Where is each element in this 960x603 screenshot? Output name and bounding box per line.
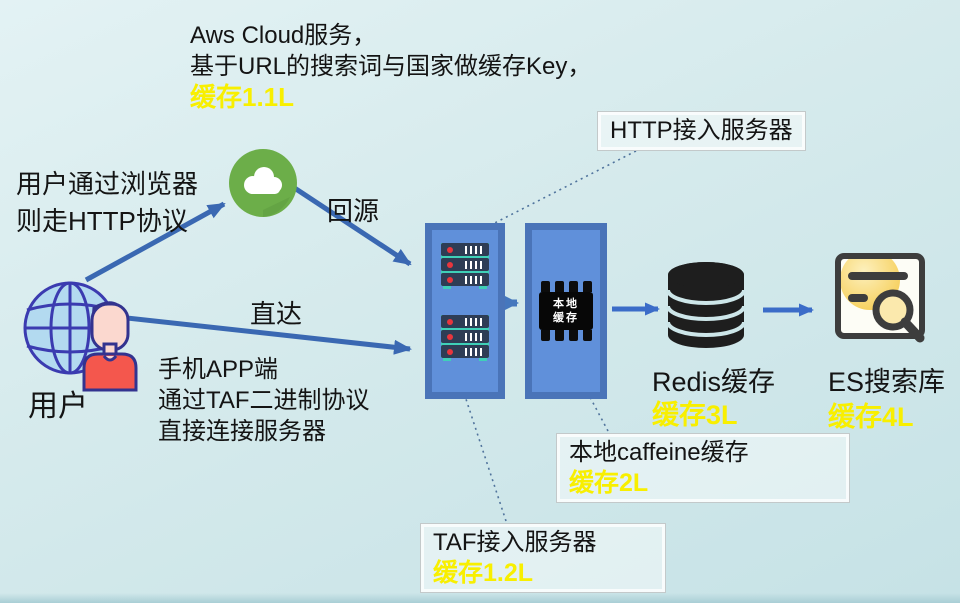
chip-pins-bottom xyxy=(540,330,592,341)
browser-note-line2: 则走HTTP协议 xyxy=(16,206,188,236)
server-feet xyxy=(443,358,487,361)
server-unit xyxy=(441,243,489,256)
arrow-user-to-cloud xyxy=(84,201,226,283)
arrow-user-to-taf-server xyxy=(117,314,412,355)
cache-level-2: 缓存2L xyxy=(569,469,649,497)
server-unit xyxy=(441,258,489,271)
user-label: 用户 xyxy=(28,390,88,423)
bottom-shade xyxy=(0,593,960,603)
phone-note-line2: 通过TAF二进制协议 xyxy=(158,387,370,414)
server-unit xyxy=(441,330,489,343)
phone-app-note: 手机APP端 通过TAF二进制协议 直接连接服务器 xyxy=(158,354,370,447)
phone-note-line1: 手机APP端 xyxy=(158,356,279,383)
http-server-label: HTTP接入服务器 xyxy=(597,111,806,151)
server-unit xyxy=(441,345,489,358)
user-globe-icon xyxy=(23,281,138,392)
server-unit xyxy=(441,315,489,328)
http-server-rack xyxy=(441,243,489,286)
aws-note-line2: 基于URL的搜索词与国家做缓存Key， xyxy=(190,53,592,80)
chip-label-line1: 本地 xyxy=(553,298,579,310)
taf-server-label-text: TAF接入服务器 xyxy=(433,529,597,556)
aws-note-line1: Aws Cloud服务， xyxy=(190,22,377,49)
caffeine-label-text: 本地caffeine缓存 xyxy=(569,439,749,466)
redis-label: Redis缓存 xyxy=(652,367,776,397)
arrow-cloud-to-http-server xyxy=(291,184,412,267)
edge-label-direct: 直达 xyxy=(250,299,303,329)
taf-server-rack xyxy=(441,315,489,358)
es-search-icon xyxy=(835,253,925,343)
cache-level-1-1: 缓存1.1L xyxy=(190,82,295,112)
chip-pins-top xyxy=(540,281,592,292)
cache-level-3: 缓存3L xyxy=(652,400,738,430)
local-cache-chip-icon: 本地 缓存 xyxy=(539,281,593,341)
browser-note-line1: 用户通过浏览器 xyxy=(16,169,199,199)
dotted-taf-label-pointer xyxy=(461,389,507,522)
http-server-label-text: HTTP接入服务器 xyxy=(610,117,793,144)
chip-body: 本地 缓存 xyxy=(539,292,593,330)
server-unit xyxy=(441,273,489,286)
server-feet xyxy=(443,286,487,289)
chip-label-line2: 缓存 xyxy=(553,312,579,324)
phone-note-line3: 直接连接服务器 xyxy=(158,418,326,445)
local-cache-box: 本地 缓存 xyxy=(525,223,607,399)
caffeine-cache-label: 本地caffeine缓存 缓存2L xyxy=(556,433,850,503)
aws-cloud-note: Aws Cloud服务， 基于URL的搜索词与国家做缓存Key， 缓存1.1L xyxy=(190,20,591,113)
access-servers-box xyxy=(425,223,505,399)
edge-label-back-to-source: 回源 xyxy=(327,196,380,226)
es-label: ES搜索库 xyxy=(828,367,946,397)
taf-server-label: TAF接入服务器 缓存1.2L xyxy=(420,523,666,593)
cloud-icon xyxy=(229,149,297,217)
cache-level-1-2: 缓存1.2L xyxy=(433,559,534,587)
browser-note: 用户通过浏览器 则走HTTP协议 xyxy=(16,166,198,240)
dotted-http-label-pointer xyxy=(478,150,637,232)
cache-level-4: 缓存4L xyxy=(828,402,914,432)
redis-database-icon xyxy=(666,262,746,348)
